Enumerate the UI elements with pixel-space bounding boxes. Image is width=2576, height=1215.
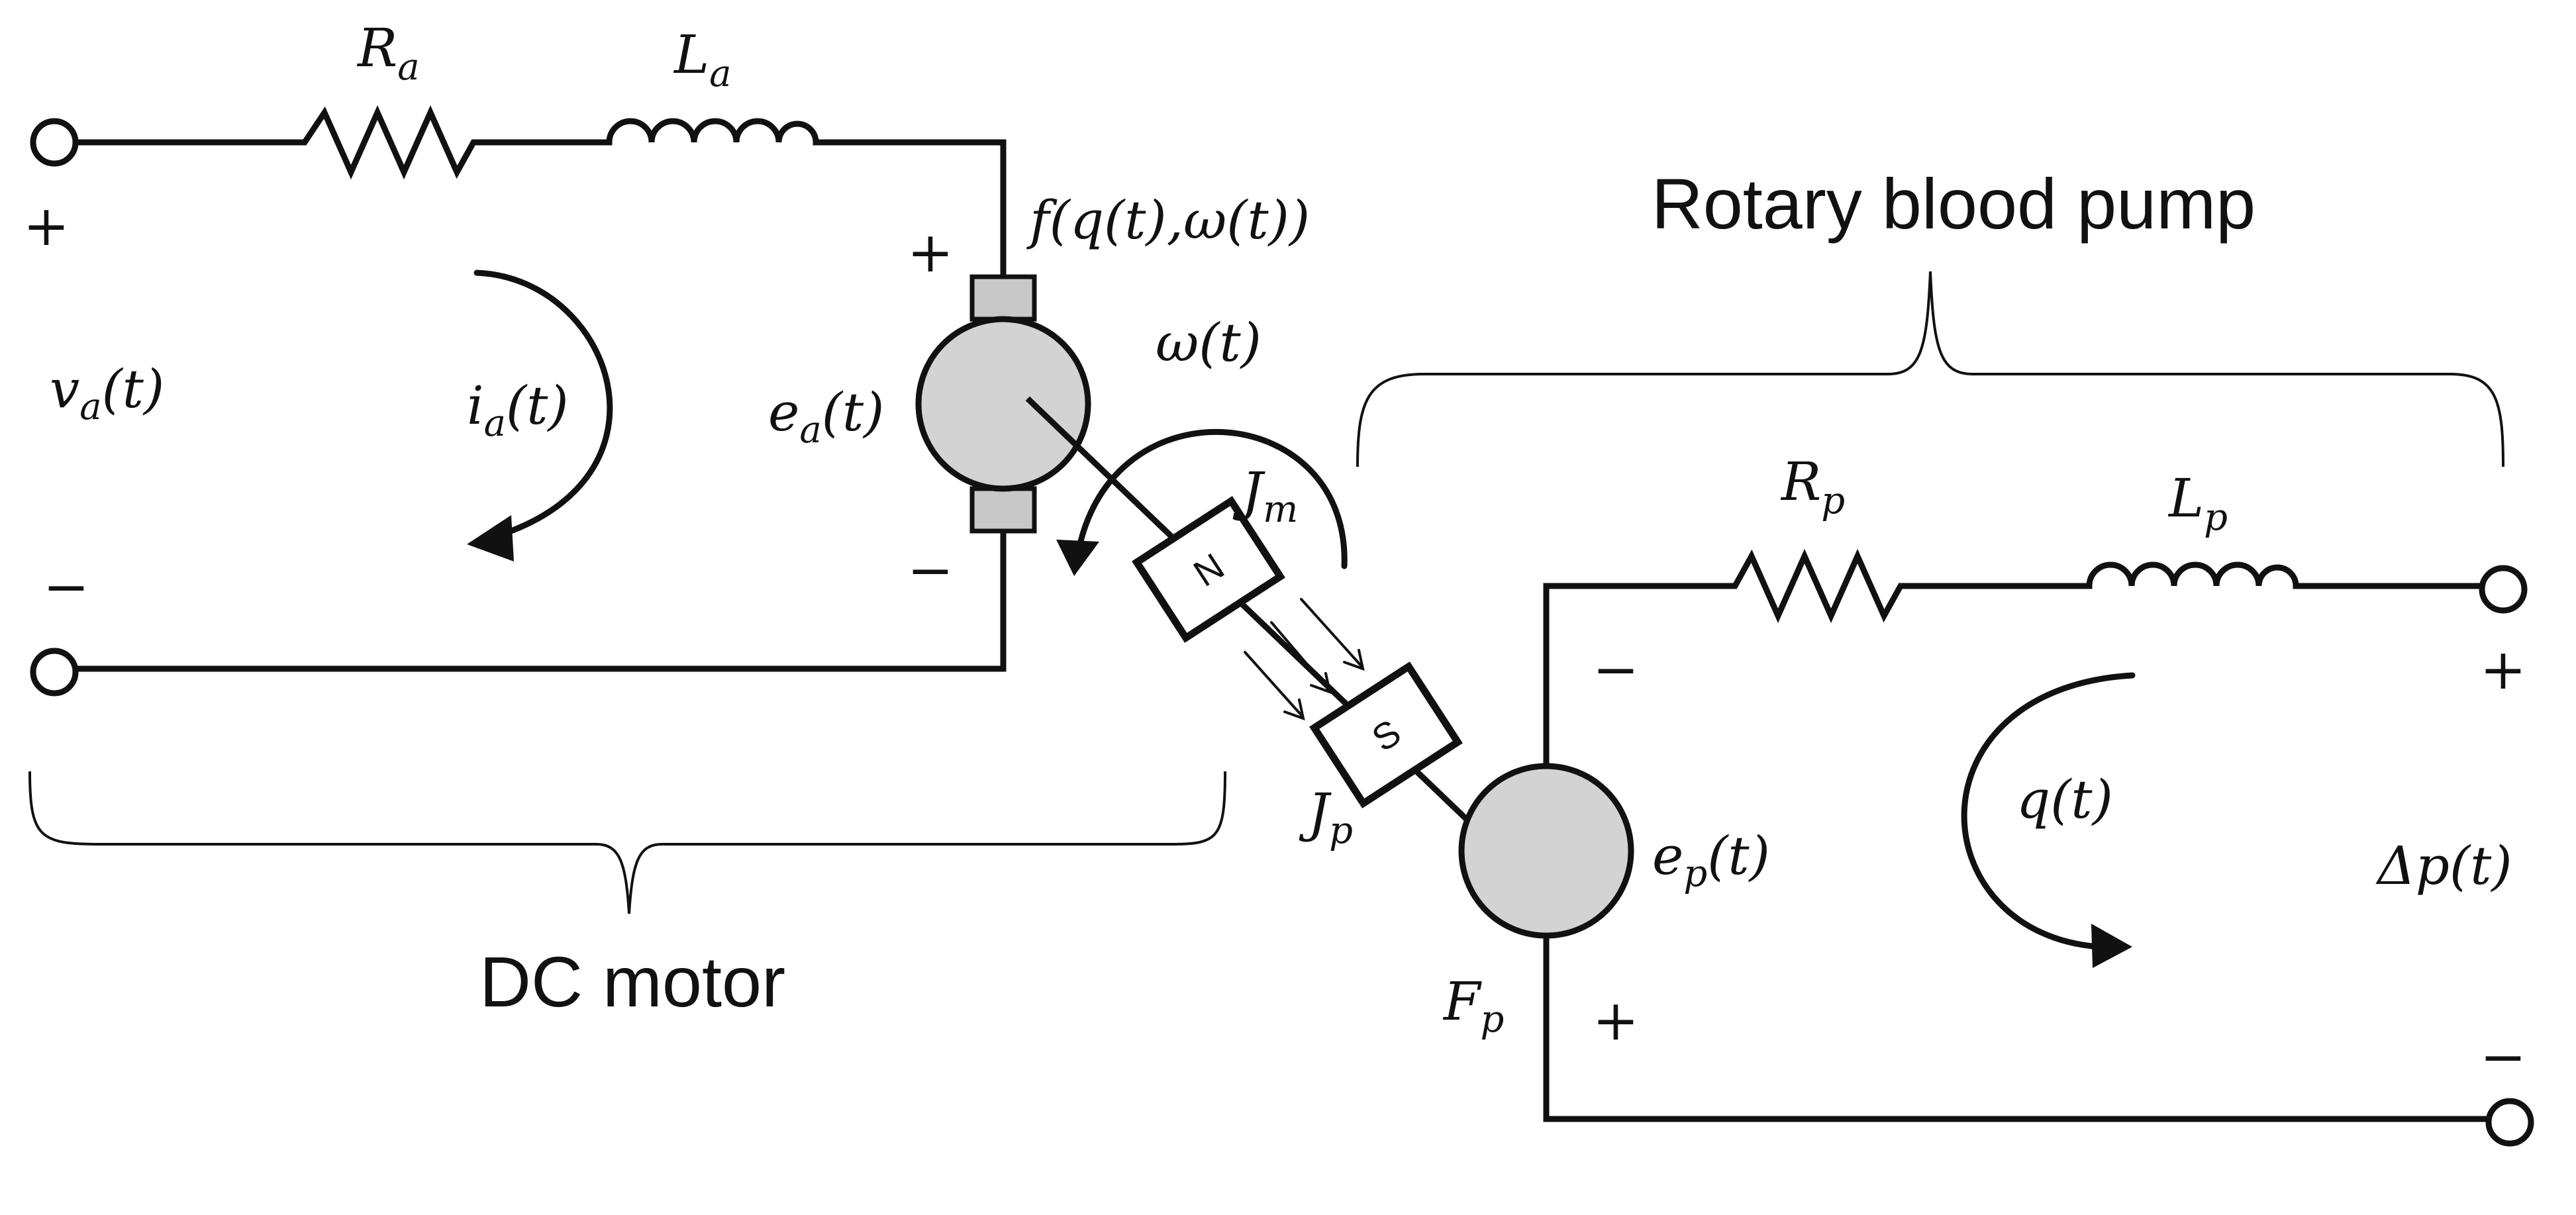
pump-rotor — [1458, 763, 1634, 939]
shaft-coupling: N S — [1025, 396, 1514, 865]
flow-arrow-q — [1961, 672, 2136, 950]
motor-brush-top — [969, 274, 1037, 322]
label-q: q(t) — [2016, 769, 2113, 830]
magnet-south: S — [1309, 661, 1463, 808]
label-lp: Lp — [2167, 467, 2228, 539]
terminal-dp-bottom — [2485, 1098, 2534, 1147]
label-ep: ep(t) — [1652, 825, 1770, 895]
brace-dc-motor — [28, 771, 1226, 914]
field-arrows — [1244, 598, 1365, 721]
dc-motor-circuit — [30, 105, 1091, 697]
pump-top-wire — [1543, 548, 2093, 771]
sign-va-minus: − — [43, 554, 89, 619]
magnet-north: N — [1132, 496, 1285, 643]
sign-ea-minus: − — [907, 538, 954, 603]
sign-va-plus: + — [23, 193, 70, 258]
terminal-dp-top — [2479, 565, 2528, 614]
motor-right-bottom-wire — [70, 526, 1007, 672]
omega-arrow — [1073, 428, 1348, 569]
label-jm: Jm — [1232, 461, 1298, 531]
label-omega: ω(t) — [1156, 312, 1262, 373]
pump-bottom-wire — [1543, 934, 2487, 1122]
label-f-expr: f(q(t),ω(t)) — [1026, 189, 1310, 251]
label-dp: Δp(t) — [2375, 835, 2512, 897]
current-arrow-ia — [473, 269, 613, 545]
label-la: La — [673, 24, 732, 95]
label-rp: Rp — [1780, 451, 1845, 522]
flow-arrow-q-head — [2091, 924, 2132, 968]
pump-circuit — [1458, 548, 2534, 1147]
label-fp: Fp — [1442, 971, 1504, 1041]
current-arrow-ia-head — [467, 515, 514, 561]
inductor-la — [606, 118, 819, 146]
terminal-va-bottom — [30, 648, 79, 697]
shaft — [1025, 396, 1514, 865]
label-ia: ia(t) — [467, 375, 569, 445]
sign-ea-plus: + — [907, 220, 954, 285]
label-ra: Ra — [356, 17, 420, 89]
section-pump-title: Rotary blood pump — [1652, 164, 2256, 244]
label-jp: Jp — [1299, 782, 1353, 852]
sign-ep-plus: + — [1593, 988, 1639, 1053]
motor-top-wire — [70, 105, 613, 180]
brace-pump — [1356, 271, 2504, 467]
motor-brush-bottom — [969, 486, 1037, 534]
label-ea: ea(t) — [768, 381, 884, 452]
section-dc-motor-title: DC motor — [479, 942, 785, 1022]
sign-ep-minus: − — [1593, 637, 1639, 702]
motor-right-top-wire — [813, 139, 1007, 281]
sign-dp-plus: + — [2480, 637, 2526, 702]
sign-dp-minus: − — [2480, 1024, 2526, 1089]
inductor-lp — [2086, 561, 2299, 589]
omega-arrow-head — [1056, 540, 1099, 576]
terminal-va-top — [30, 118, 79, 167]
label-va: va(t) — [50, 358, 164, 428]
motor-armature — [915, 316, 1091, 492]
